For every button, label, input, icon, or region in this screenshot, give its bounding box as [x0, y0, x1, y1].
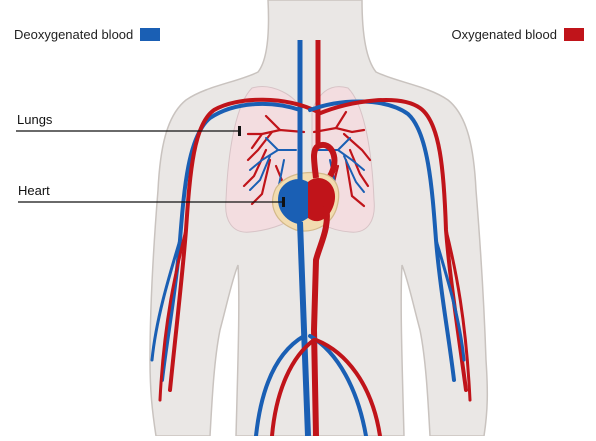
legend-oxygenated-swatch — [564, 28, 584, 41]
heart-pointer-tick — [282, 197, 285, 207]
lungs-label: Lungs — [17, 112, 52, 127]
legend-deoxygenated-swatch — [140, 28, 160, 41]
legend-oxygenated: Oxygenated blood — [451, 27, 584, 42]
legend-oxygenated-label: Oxygenated blood — [451, 27, 557, 42]
legend-deoxygenated-label: Deoxygenated blood — [14, 27, 133, 42]
heart-label: Heart — [18, 183, 50, 198]
legend-deoxygenated: Deoxygenated blood — [14, 27, 160, 42]
lungs-pointer-tick — [238, 126, 241, 136]
